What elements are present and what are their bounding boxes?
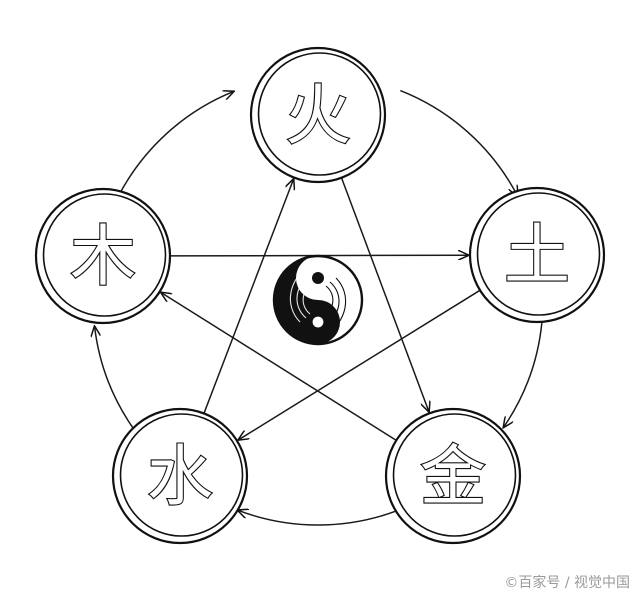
generating-arrow-bottom-right-to-bottom-left (238, 510, 398, 526)
element-glyph-right: 土 (504, 217, 570, 294)
generating-cycle-arrows (95, 89, 543, 526)
element-node-bottom-left: 水 (111, 407, 249, 545)
watermark: ©百家号 / 视觉中国 (504, 575, 630, 591)
overcoming-arrow-right-to-bottom-left (239, 287, 484, 440)
element-glyph-bottom-left: 水 (147, 438, 213, 515)
generating-arrow-top-to-right (400, 89, 517, 196)
generating-arrow-bottom-left-to-left (95, 327, 134, 429)
generating-arrow-right-to-bottom-right (504, 322, 543, 427)
element-glyph-bottom-right: 金 (420, 438, 486, 515)
overcoming-cycle-arrows (161, 173, 484, 444)
overcoming-arrow-top-to-bottom-right (339, 173, 429, 411)
element-nodes: 火木 土水 金 (34, 46, 606, 545)
element-glyph-top: 火 (285, 77, 351, 154)
element-node-right: 土 (468, 186, 606, 324)
element-node-top: 火 (249, 46, 387, 184)
element-glyph-left: 木 (70, 218, 136, 295)
overcoming-arrow-bottom-right-to-left (161, 293, 401, 444)
yin-yang-icon (272, 254, 364, 346)
generating-arrow-left-to-top (117, 92, 233, 197)
overcoming-arrow-bottom-left-to-top (201, 180, 294, 418)
element-node-bottom-right: 金 (384, 407, 522, 545)
element-node-left: 木 (34, 187, 172, 325)
